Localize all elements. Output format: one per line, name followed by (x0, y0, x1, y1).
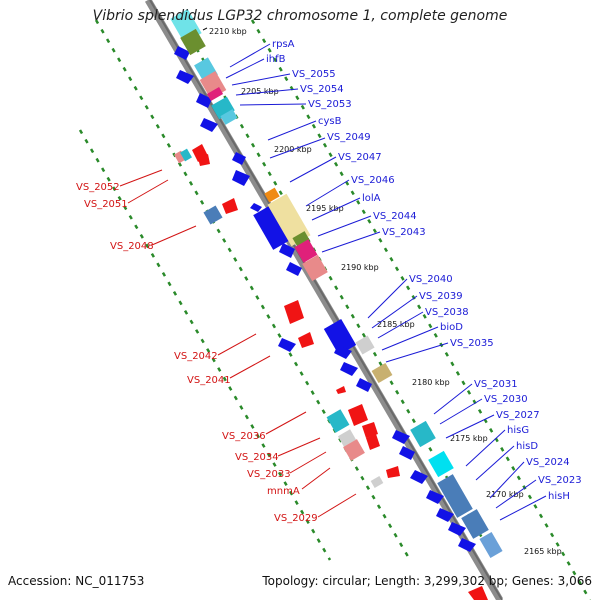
gene-label: rpsA (272, 39, 295, 50)
reverse-genes[interactable] (192, 144, 488, 600)
reverse-leaders (119, 169, 357, 518)
gene-label: VS_2036 (222, 431, 266, 442)
tick-label: 2205 kbp (241, 87, 279, 96)
gene-label: VS_2052 (76, 182, 120, 193)
gene-label: mnmA (267, 486, 300, 497)
forward-genes[interactable] (174, 46, 476, 552)
gene-label: VS_2044 (373, 211, 417, 222)
tick-label: 2190 kbp (341, 263, 379, 272)
topology-text: Topology: circular; Length: 3,299,302 bp… (262, 574, 592, 588)
gene-label: VS_2040 (409, 274, 453, 285)
gene-label: VS_2055 (292, 69, 336, 80)
gene-label: VS_2027 (496, 410, 540, 421)
gene-label: VS_2024 (526, 457, 570, 468)
gene-label: cysB (318, 116, 342, 127)
tick-label: 2185 kbp (377, 320, 415, 329)
forward-labels: rpsA ihfB VS_2055 VS_2054 VS_2053 cysB V… (266, 39, 582, 502)
gene-label: VS_2054 (300, 84, 344, 95)
accession-text: Accession: NC_011753 (8, 574, 145, 588)
gene-label: VS_2023 (538, 475, 582, 486)
gene-label: lolA (362, 193, 381, 204)
tick-label: 2165 kbp (524, 547, 562, 556)
colored-genes[interactable] (170, 8, 503, 559)
gene-label: VS_2033 (247, 469, 291, 480)
forward-leaders (225, 43, 547, 521)
gene-label: VS_2042 (174, 351, 218, 362)
gene-label: VS_2039 (419, 291, 463, 302)
gene-label: VS_2031 (474, 379, 518, 390)
gene-label: VS_2035 (450, 338, 494, 349)
tick-label: 2175 kbp (450, 434, 488, 443)
tick-label: 2210 kbp (209, 27, 247, 36)
gene-label: VS_2038 (425, 307, 469, 318)
gene-label: VS_2049 (327, 132, 371, 143)
gene-label: VS_2041 (187, 375, 231, 386)
tick-label: 2180 kbp (412, 378, 450, 387)
tick-label: 2195 kbp (306, 204, 344, 213)
gene-label: ihfB (266, 54, 286, 65)
gene-label: hisD (516, 441, 538, 452)
gene-label: VS_2047 (338, 152, 382, 163)
gene-label: hisH (548, 491, 570, 502)
gene-label: VS_2034 (235, 452, 279, 463)
gene-label: VS_2046 (351, 175, 395, 186)
reverse-labels: VS_2052 VS_2051 VS_2048 VS_2042 VS_2041 … (76, 182, 318, 524)
tick-label: 2170 kbp (486, 490, 524, 499)
gene-label: VS_2048 (110, 241, 154, 252)
gene-label: VS_2030 (484, 394, 528, 405)
map-title: Vibrio splendidus LGP32 chromosome 1, co… (92, 8, 508, 24)
gene-label: hisG (507, 425, 529, 436)
gene-label: VS_2051 (84, 199, 128, 210)
gene-label: VS_2029 (274, 513, 318, 524)
gene-label: VS_2053 (308, 99, 352, 110)
gene-label: VS_2043 (382, 227, 426, 238)
gene-label: bioD (440, 322, 463, 333)
